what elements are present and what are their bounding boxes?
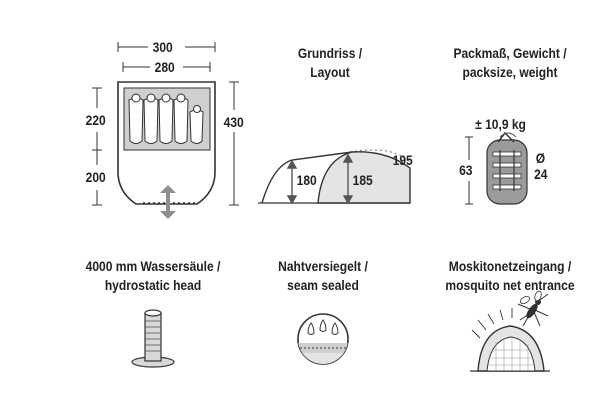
dome-arch xyxy=(317,151,411,204)
weight-label: ± 10,9 kg xyxy=(475,116,526,132)
pack-bag-icon xyxy=(465,131,528,205)
height-mid-label: 185 xyxy=(352,172,373,188)
height-arrows xyxy=(286,153,354,205)
dim-line-depth xyxy=(92,87,102,206)
feature-line1: 4000 mm Wassersäule / xyxy=(85,258,221,274)
diameter-label: 24 xyxy=(534,166,548,182)
seam-sealed-icon xyxy=(297,313,349,365)
feature-seam-sealed: Nahtversiegelt / seam sealed xyxy=(255,257,391,295)
diameter-symbol: Ø xyxy=(535,150,546,166)
mosquito-net-icon xyxy=(470,290,550,372)
feature-hydrostatic-head: 4000 mm Wassersäule / hydrostatic head xyxy=(65,257,241,295)
pack-length-label: 63 xyxy=(459,162,473,178)
pack-title-line1: Packmaß, Gewicht / xyxy=(453,45,567,61)
person-icon xyxy=(131,93,201,113)
layout-title-line2: Layout xyxy=(310,64,350,80)
feature-line2: hydrostatic head xyxy=(104,277,202,293)
depth-vestibule-label: 200 xyxy=(85,169,106,185)
outer-arch-dotted xyxy=(349,149,411,163)
feature-line1: Moskitonetzeingang / xyxy=(448,258,572,274)
length-total-label: 430 xyxy=(223,114,244,130)
arrow-icon xyxy=(160,185,176,219)
dim-line-430 xyxy=(229,81,239,206)
depth-inner-label: 220 xyxy=(85,112,106,128)
pack-title: Packmaß, Gewicht / packsize, weight xyxy=(435,44,585,82)
mosquito-icon xyxy=(517,293,549,327)
width-inner-label: 280 xyxy=(154,59,175,75)
height-outer-label: 195 xyxy=(392,152,413,168)
dim-line-280 xyxy=(122,62,211,72)
layout-title: Grundriss / Layout xyxy=(270,44,390,82)
floorplan-diagram xyxy=(92,42,239,219)
width-outer-label: 300 xyxy=(152,39,173,55)
feature-line2: mosquito net entrance xyxy=(445,277,575,293)
feature-mosquito-net: Moskitonetzeingang / mosquito net entran… xyxy=(420,257,600,295)
water-column-icon xyxy=(131,309,175,368)
feature-line1: Nahtversiegelt / xyxy=(278,258,368,274)
feature-line2: seam sealed xyxy=(287,277,359,293)
pack-title-line2: packsize, weight xyxy=(462,64,558,80)
side-profile-diagram xyxy=(258,149,411,205)
sleeping-bags xyxy=(128,97,204,144)
height-inner-label: 180 xyxy=(296,172,317,188)
dim-line-300 xyxy=(117,42,216,52)
layout-title-line1: Grundriss / xyxy=(297,45,363,61)
